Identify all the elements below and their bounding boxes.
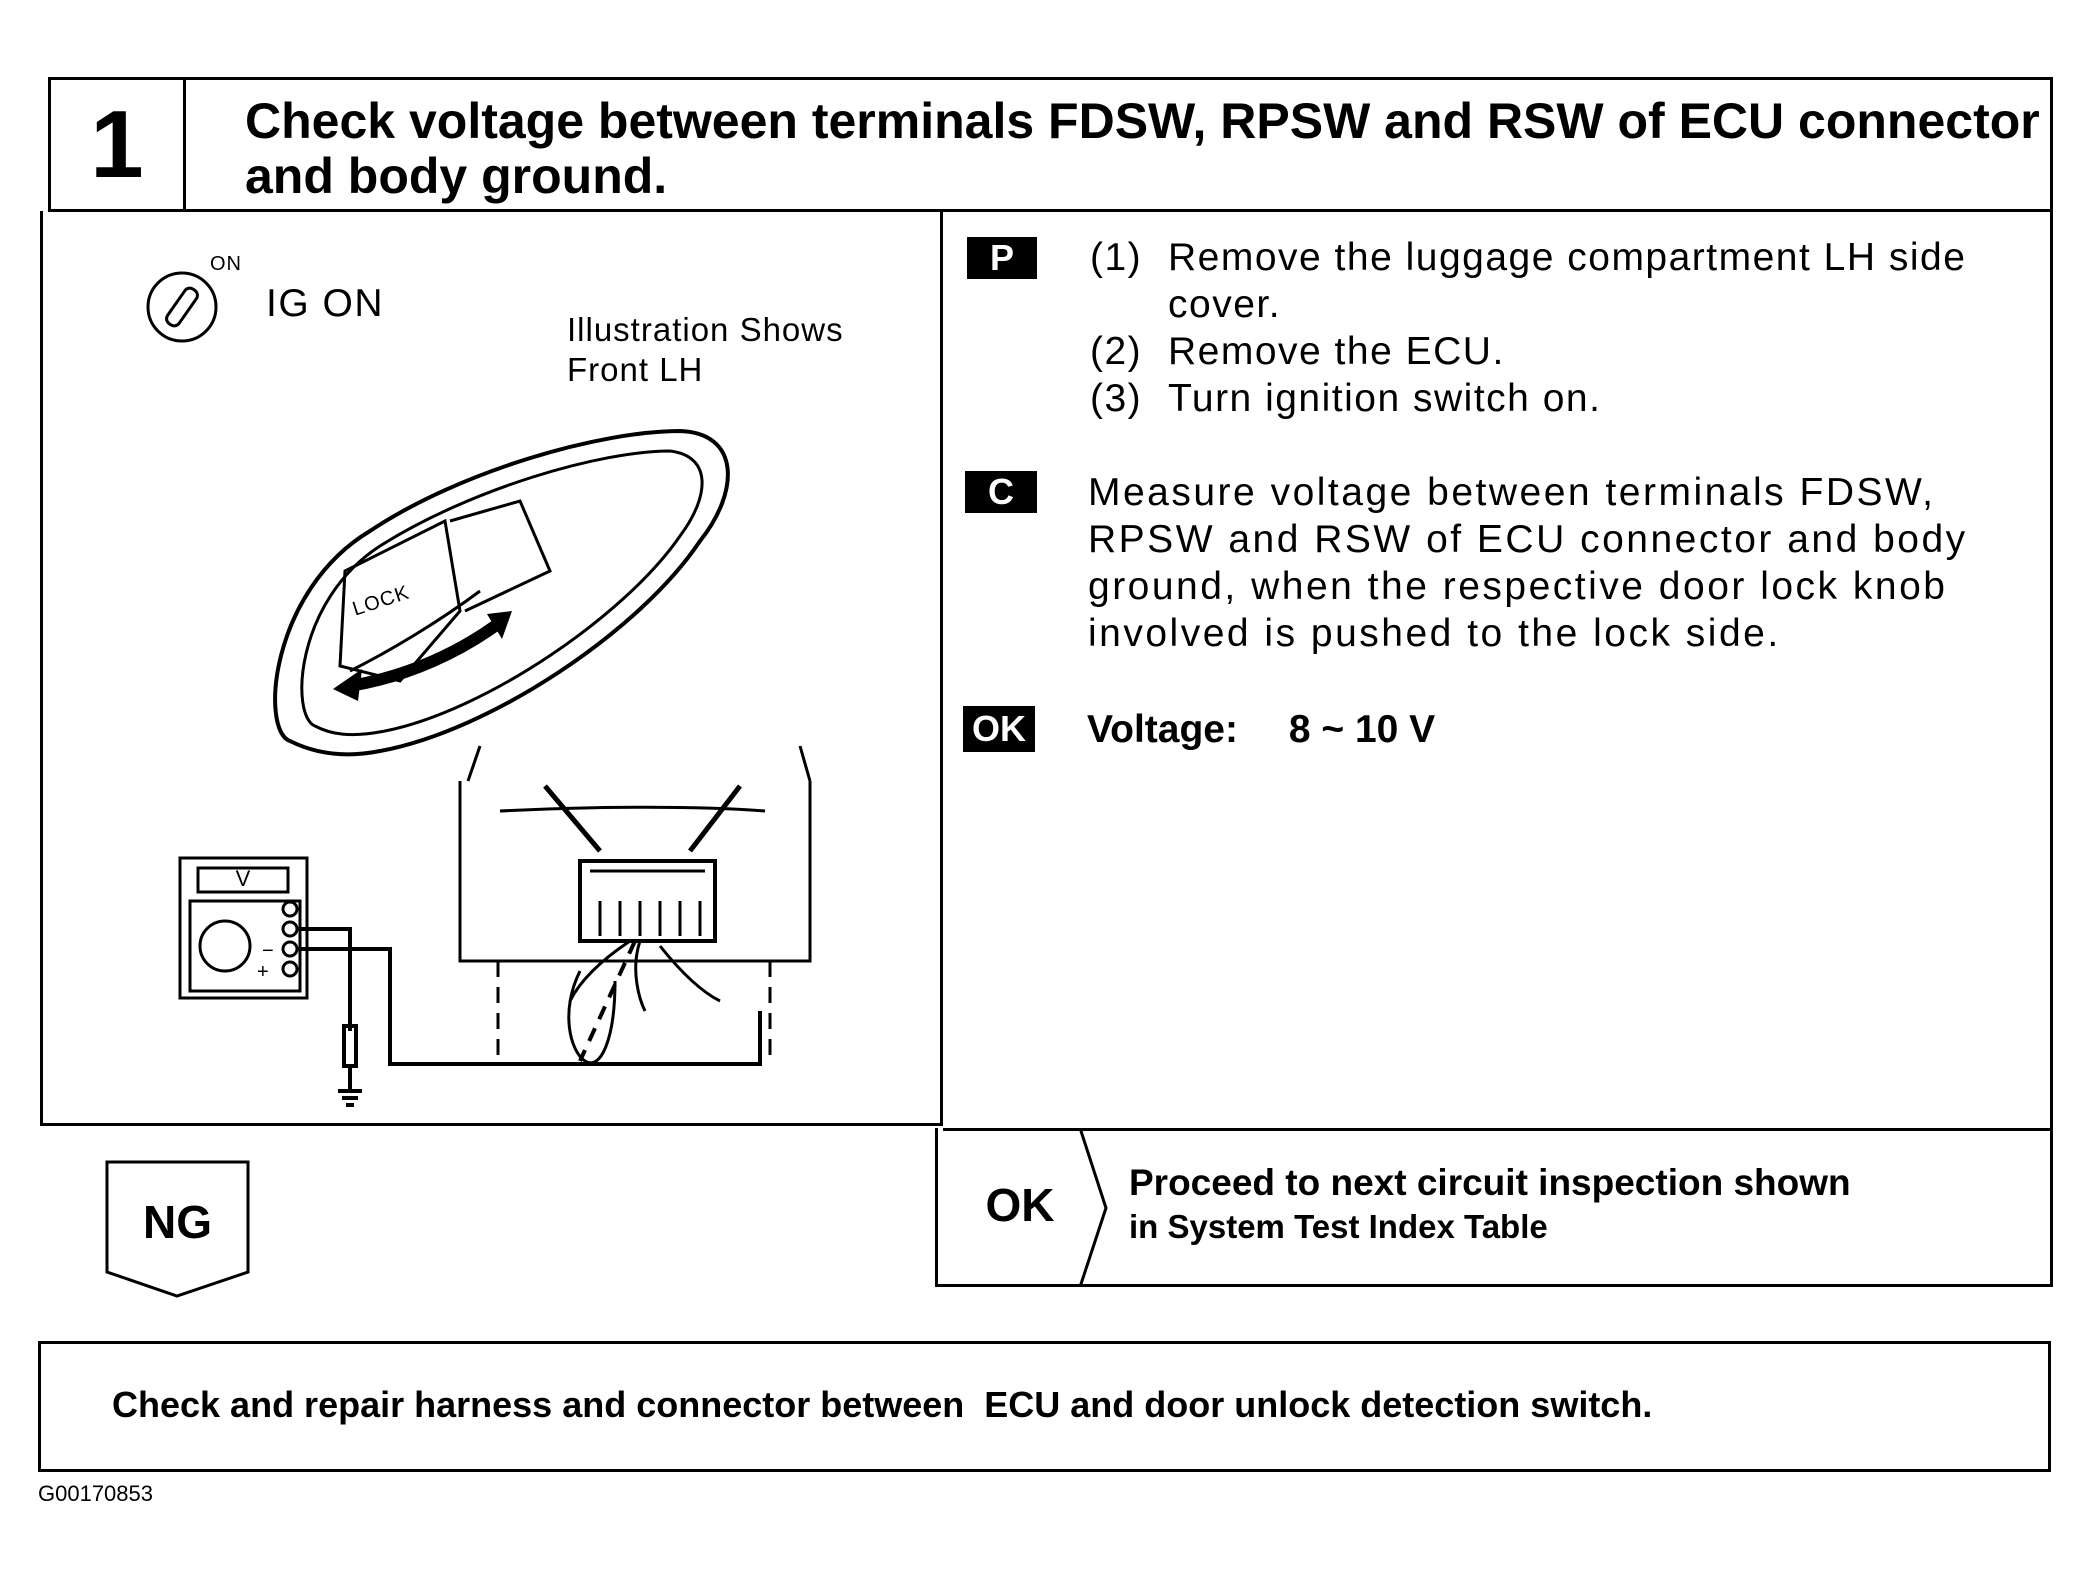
ng-label: NG [143,1196,212,1248]
procedure-step-num: (3) [1090,377,1143,420]
procedure-step-text: Remove the luggage compartment LH side [1168,236,1967,279]
panel-divider [940,211,943,1126]
ok-chevron [1078,1128,1108,1287]
ok-action-line1: Proceed to next circuit inspection shown [1129,1162,1851,1203]
step-header [48,77,2053,212]
ng-arrow [105,1160,250,1298]
check-line: ground, when the respective door lock kn… [1088,565,1948,608]
badge-p: P [967,237,1037,279]
illustration-panel [40,211,943,1126]
voltage-spec-value: 8 ~ 10 V [1288,708,1436,751]
procedure-steps: (1) Remove the luggage compartment LH sid… [1090,234,2010,422]
procedure-step-num: (1) [1090,236,1143,279]
meter-plus-label: + [257,961,269,983]
illustration-svg [146,271,812,1107]
procedure-step-text: Remove the ECU. [1168,330,1505,373]
test-leads [297,927,762,1107]
step-title-line2: and body ground. [245,148,668,204]
check-line: RPSW and RSW of ECU connector and body [1088,518,1968,561]
check-line: Measure voltage between terminals FDSW, [1088,471,1936,514]
step-title: Check voltage between terminals FDSW, RP… [245,94,2045,204]
badge-ok: OK [963,706,1035,752]
meter-v-label: V [235,866,251,891]
ig-on-label: IG ON [266,282,385,325]
step-title-line1: Check voltage between terminals FDSW, RP… [245,93,2040,149]
ng-action-box [38,1341,2051,1472]
voltage-spec-label: Voltage: [1087,708,1238,751]
ok-label: OK [985,1179,1055,1231]
procedure-step: (1) Remove the luggage compartment LH sid… [1090,234,2010,281]
procedure-step: (3) Turn ignition switch on. [1090,375,2010,422]
step-number-divider [183,77,186,212]
ig-on-superscript: ON [210,253,242,275]
procedure-step-text: Turn ignition switch on. [1168,377,1602,420]
illustration-note: Illustration Shows Front LH [567,310,844,390]
procedure-step-text: cover. [1168,283,1282,326]
ok-result-box [935,1128,2053,1287]
ok-action-line2: in System Test Index Table [1129,1208,1548,1245]
check-line: involved is pushed to the lock side. [1088,612,1781,655]
figure-id: G00170853 [38,1481,153,1506]
door-handle-illustration [273,428,730,757]
illustration-note-line2: Front LH [567,351,704,388]
ok-action: Proceed to next circuit inspection shown… [1129,1160,2029,1248]
illustration-note-line1: Illustration Shows [567,311,844,348]
procedure-step-cont: cover. [1090,281,2010,328]
ecu-connector-illustration [458,745,812,1065]
meter-minus-label: − [262,940,274,962]
procedure-step-num: (2) [1090,330,1143,373]
ignition-key-icon [146,271,218,343]
ng-action-text: Check and repair harness and connector b… [112,1384,1653,1425]
procedure-step: (2) Remove the ECU. [1090,328,2010,375]
procedure-panel [943,211,2053,1131]
step-number: 1 [90,91,144,198]
voltage-spec: Voltage: 8 ~ 10 V [1087,707,1435,753]
badge-c: C [965,471,1037,513]
swing-arrow-icon [333,611,512,701]
check-description: Measure voltage between terminals FDSW, … [1088,469,2018,657]
